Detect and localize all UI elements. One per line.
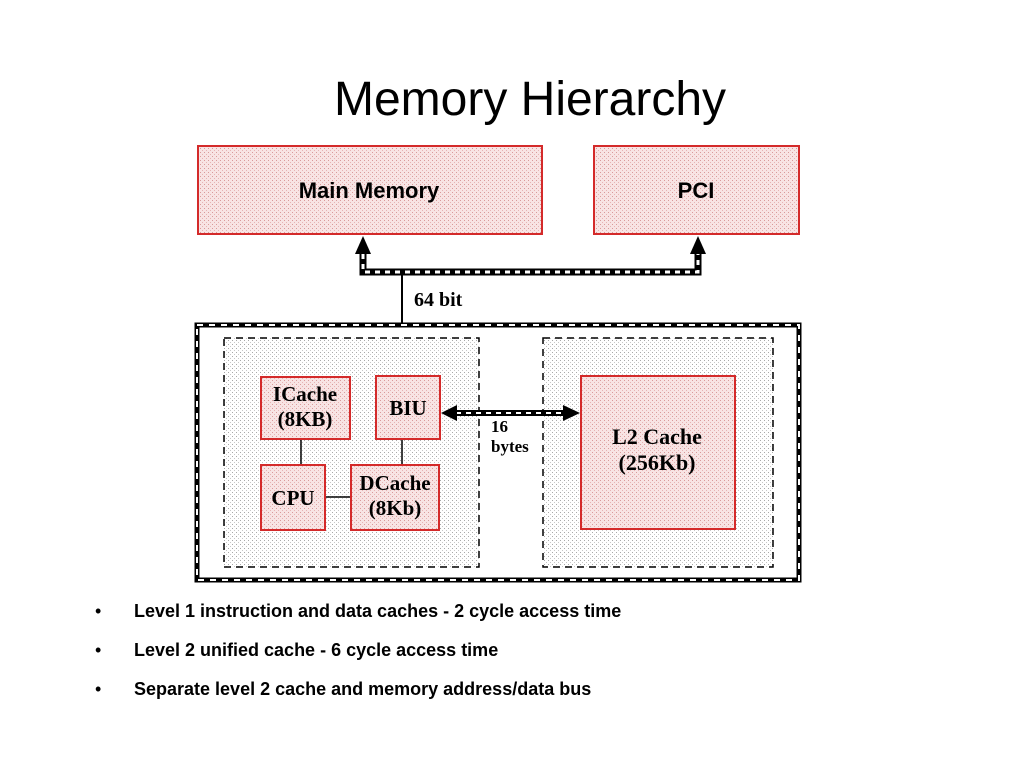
pci-label: PCI [678,178,715,203]
bullet-text: Level 2 unified cache - 6 cycle access t… [134,640,499,660]
bullet-symbol: • [95,601,102,621]
icache-box: ICache (8KB) [260,376,351,440]
dcache-label: DCache [359,471,430,495]
l2-cache-size: (256Kb) [619,450,696,475]
l2-cache-box: L2 Cache (256Kb) [580,375,736,530]
bus-64-label: 64 bit [414,289,463,311]
l2-side-arrowhead [563,405,580,421]
dcache-box: DCache (8Kb) [350,464,440,531]
bullet-text: Separate level 2 cache and memory addres… [134,679,592,699]
biu-label: BIU [389,396,426,420]
biu-box: BIU [375,375,441,440]
bus-16-number: 16 [491,417,508,436]
biu-side-arrowhead [441,405,457,421]
main-memory-box: Main Memory [197,145,543,235]
dcache-size: (8Kb) [369,496,422,520]
bullet-text: Level 1 instruction and data caches - 2 … [134,601,622,621]
pci-arrowhead [690,236,706,254]
bus-16-unit: bytes [491,437,529,456]
main-memory-label: Main Memory [299,178,440,203]
bullet-symbol: • [95,640,102,660]
main-memory-arrowhead [355,236,371,254]
l2-cache-label: L2 Cache [612,424,702,449]
bullet-symbol: • [95,679,102,699]
cpu-label: CPU [271,486,314,510]
icache-label: ICache [273,382,337,406]
pci-box: PCI [593,145,800,235]
icache-size: (8KB) [278,407,333,431]
cpu-box: CPU [260,464,326,531]
cache-bus: 16 bytes [441,405,580,456]
slide-title: Memory Hierarchy [333,73,727,126]
